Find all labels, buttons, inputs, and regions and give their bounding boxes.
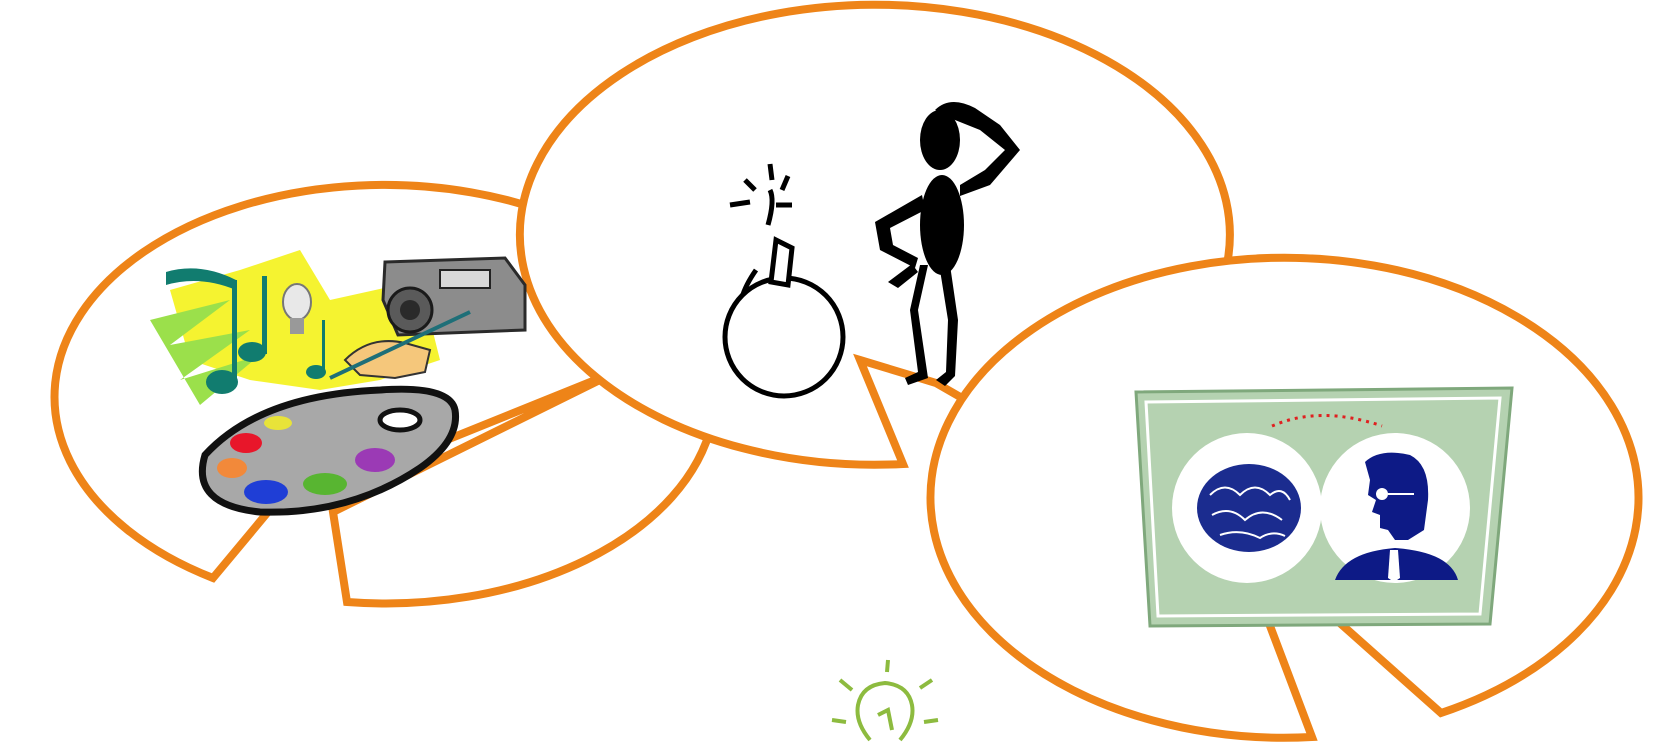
brain-icon — [1197, 464, 1301, 552]
brain-and-thinker-portrait-icon — [1136, 388, 1512, 626]
camera-icon — [383, 258, 525, 335]
lightbulb-idea-icon — [832, 660, 938, 740]
